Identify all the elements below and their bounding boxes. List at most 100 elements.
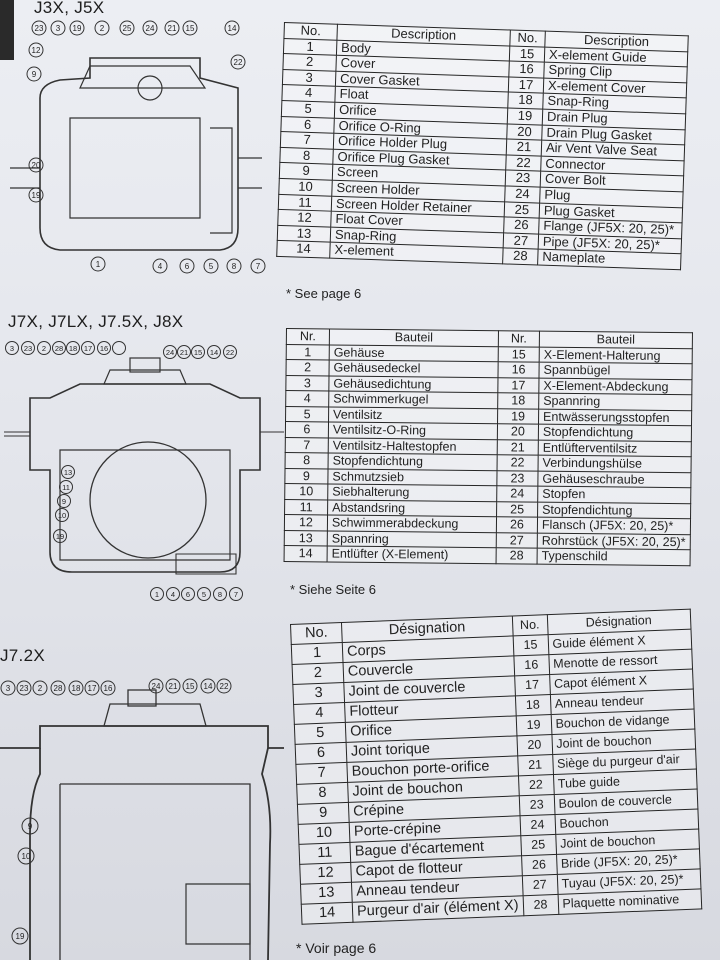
part-number-cell: 8 [296, 782, 349, 805]
part-name-cell: Stopfendichtung [328, 452, 498, 471]
part-number-cell: 20 [516, 734, 553, 756]
svg-text:2: 2 [42, 344, 46, 353]
part-name-cell: Stopfen [537, 486, 691, 504]
part-number-cell: 1 [291, 642, 344, 665]
part-number-cell: 14 [276, 240, 331, 259]
part-name-cell: Spannbügel [538, 362, 692, 380]
svg-text:24: 24 [146, 24, 155, 33]
model-label-j3x: J3X, J5X [34, 0, 105, 17]
part-number-cell: 24 [504, 185, 541, 203]
part-number-cell: 12 [299, 862, 352, 885]
part-name-cell: Spannring [538, 393, 692, 411]
svg-text:9: 9 [62, 497, 66, 506]
part-name-cell: Entlüfter (X-Element) [327, 545, 497, 564]
header-nr-right: Nr. [498, 330, 540, 347]
footnote-english: * See page 6 [286, 286, 362, 301]
svg-text:15: 15 [194, 348, 202, 357]
svg-text:19: 19 [73, 24, 82, 33]
part-number-cell: 7 [280, 131, 334, 149]
part-number-cell: 3 [292, 682, 345, 705]
part-number-cell: 22 [497, 454, 539, 471]
part-name-cell: Spannring [327, 530, 497, 548]
part-number-cell: 5 [294, 722, 347, 745]
svg-text:24: 24 [166, 348, 174, 357]
part-number-cell: 22 [518, 774, 554, 796]
svg-text:23: 23 [24, 344, 32, 353]
model-label-j7x: J7X, J7LX, J7.5X, J8X [8, 312, 184, 331]
svg-text:28: 28 [55, 344, 63, 353]
part-number-cell: 17 [497, 377, 539, 394]
part-number-cell: 5 [281, 100, 335, 118]
svg-text:17: 17 [84, 344, 92, 353]
part-number-cell: 16 [497, 361, 540, 378]
part-number-cell: 5 [285, 406, 329, 422]
part-number-cell: 19 [507, 107, 543, 125]
part-name-cell: Stopfendichtung [537, 501, 691, 519]
svg-text:12: 12 [32, 46, 41, 55]
svg-text:19: 19 [16, 932, 25, 941]
part-number-cell: 25 [496, 501, 538, 518]
part-number-cell: 20 [497, 423, 539, 440]
part-name-cell: Flansch (JF5X: 20, 25)* [537, 517, 691, 535]
part-number-cell: 19 [497, 408, 539, 425]
part-number-cell: 2 [286, 359, 330, 376]
part-number-cell: 15 [512, 634, 549, 656]
page-edge-shadow [0, 0, 14, 60]
part-number-cell: 3 [285, 375, 330, 391]
svg-text:9: 9 [32, 70, 37, 79]
part-number-cell: 28 [496, 547, 538, 564]
svg-text:25: 25 [123, 24, 132, 33]
part-number-cell: 24 [496, 485, 538, 502]
part-number-cell: 19 [515, 714, 552, 736]
part-name-cell: Rohrstück (JF5X: 20, 25)* [537, 532, 691, 550]
model-label-j72x: J7.2X [0, 646, 45, 665]
part-name-cell: Stopfendichtung [538, 424, 692, 442]
part-number-cell: 18 [507, 92, 544, 110]
part-number-cell: 23 [505, 170, 541, 188]
svg-text:3: 3 [6, 684, 11, 693]
part-number-cell: 9 [297, 802, 350, 825]
part-number-cell: 16 [508, 61, 545, 78]
part-number-cell: 20 [506, 123, 543, 141]
part-number-cell: 4 [293, 702, 346, 725]
svg-text:21: 21 [169, 682, 178, 691]
part-number-cell: 22 [505, 154, 542, 172]
part-name-cell: Schwimmerabdeckung [327, 514, 497, 533]
header-no-right: No. [509, 30, 546, 47]
part-number-cell: 1 [283, 38, 337, 56]
part-name-cell: Typenschild [537, 548, 691, 566]
svg-text:16: 16 [100, 344, 108, 353]
part-number-cell: 21 [497, 439, 539, 456]
callout-23: 23 [35, 24, 44, 33]
part-number-cell: 26 [521, 854, 557, 876]
svg-text:22: 22 [220, 682, 229, 691]
part-number-cell: 8 [279, 147, 334, 165]
header-no-left-fr: No. [290, 622, 343, 645]
svg-text:17: 17 [88, 684, 97, 693]
svg-text:8: 8 [232, 262, 237, 271]
header-bauteil-right: Bauteil [539, 331, 693, 349]
part-name-cell: Ventilsitz [328, 406, 498, 424]
part-number-cell: 4 [285, 390, 329, 407]
header-no-left: No. [283, 22, 338, 40]
svg-text:28: 28 [54, 684, 63, 693]
part-number-cell: 13 [284, 529, 328, 546]
part-name-cell: Schmutzsieb [327, 468, 498, 486]
part-number-cell: 24 [519, 814, 556, 836]
svg-text:18: 18 [69, 344, 77, 353]
part-number-cell: 18 [497, 392, 539, 409]
part-number-cell: 16 [513, 654, 550, 676]
svg-text:5: 5 [202, 590, 206, 599]
part-number-cell: 10 [284, 483, 328, 500]
part-name-cell: Verbindungshülse [538, 455, 691, 473]
svg-text:15: 15 [186, 24, 195, 33]
svg-text:19: 19 [56, 532, 64, 541]
part-number-cell: 17 [514, 674, 550, 696]
part-name-cell: Gehäuse [329, 344, 499, 362]
part-number-cell: 11 [284, 498, 328, 515]
part-number-cell: 23 [518, 794, 555, 816]
